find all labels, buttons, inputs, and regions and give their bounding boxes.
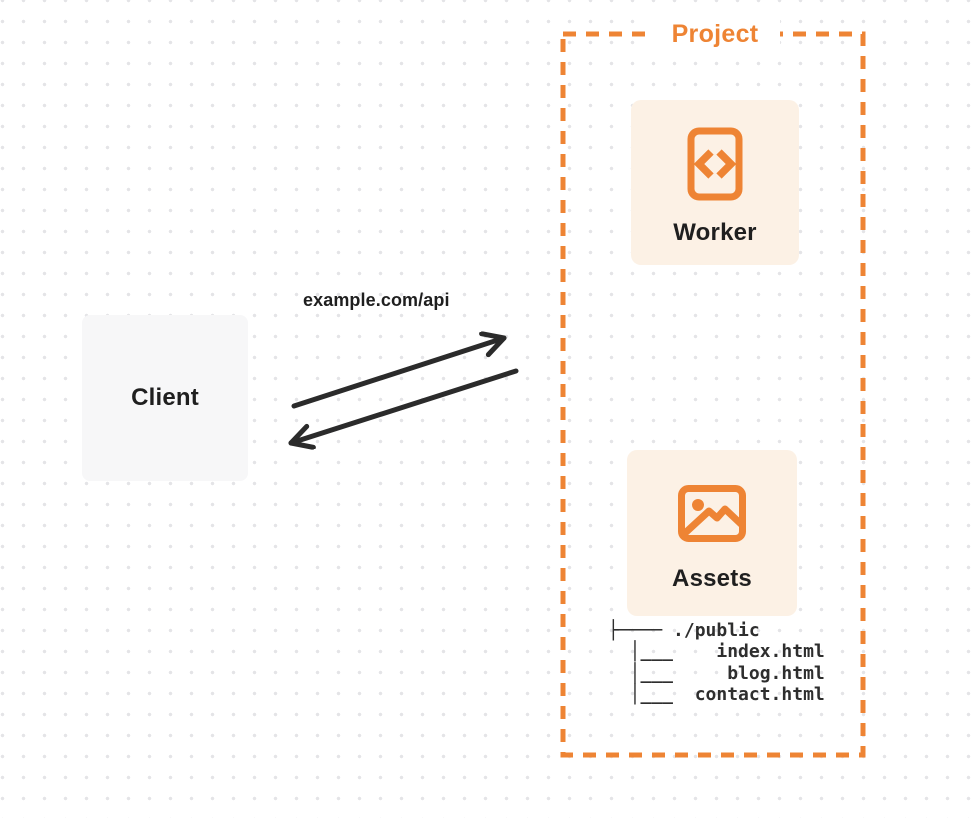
request-arrow [291, 338, 507, 409]
response-arrow [288, 368, 519, 443]
assets-label: Assets [672, 565, 752, 592]
code-document-icon [687, 127, 743, 201]
worker-label: Worker [673, 219, 757, 246]
image-icon [678, 485, 746, 542]
client-label: Client [131, 384, 199, 411]
assets-card: Assets [627, 450, 797, 616]
file-tree: ├──── ./public │___ index.html │___ blog… [608, 620, 825, 706]
worker-card: Worker [631, 100, 799, 265]
client-card: Client [82, 315, 248, 481]
request-url-label: example.com/api [303, 290, 450, 310]
project-title: Project [650, 18, 780, 50]
